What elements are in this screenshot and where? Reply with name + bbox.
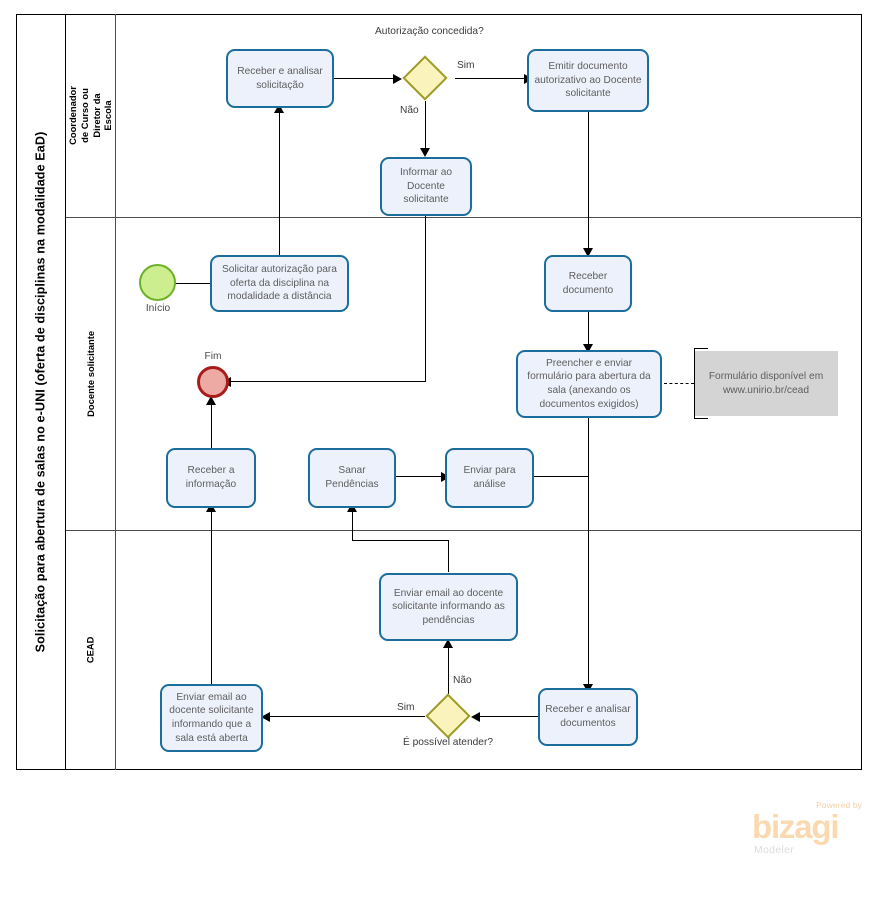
flow-gateway-atender-sim-arrow [261,711,270,722]
task-enviar-para-analise[interactable]: Enviar para análise [445,448,534,508]
lane-label-coordenador-text: Coordenador de Curso ou Diretor da Escol… [67,86,114,145]
flow-gateway-sim [455,78,527,80]
start-event-label: Início [145,303,171,314]
flow-receberdocs-to-gateway-arrow [471,711,480,722]
flow-gateway-atender-sim [265,716,425,718]
bizagi-product-text: Modeler [754,844,795,856]
task-informar-docente[interactable]: Informar ao Docente solicitante [380,157,472,216]
lane-label-cead-text: CEAD [84,636,96,664]
start-event[interactable] [139,264,176,301]
flow-receberdocs-to-gateway [475,716,538,718]
flow-receberdoc-to-preencher-arrow [583,344,593,353]
flow-receber-to-gateway-arrow [393,73,402,84]
flow-receberinfo-to-fim-arrow [206,396,216,405]
flow-email-pend-up1 [448,540,450,572]
flow-label-sim-atender: Sim [396,702,416,713]
gateway-atender-label: É possível atender? [402,737,494,748]
flow-start-to-solicitar [172,283,218,285]
task-sanar-pendencias[interactable]: Sanar Pendências [308,448,396,508]
annotation-bracket [694,348,708,419]
flow-solicitar-to-receber [279,108,281,255]
flow-label-sim-autorizacao: Sim [456,60,476,71]
task-emitir-documento[interactable]: Emitir documento autorizativo ao Docente… [527,49,649,112]
flow-informar-to-fim-h [226,381,426,383]
task-receber-analisar-documentos[interactable]: Receber e analisar documentos [538,688,638,746]
flow-enviaranalise-to-trunk [534,476,589,478]
flow-label-nao-atender: Não [452,675,473,686]
flow-receberinfo-to-fim [211,400,213,448]
flow-salaaberta-to-receberinfo [211,508,213,688]
flow-informar-to-fim-v [425,216,427,382]
task-enviar-email-pendencias[interactable]: Enviar email ao docente solicitante info… [379,573,518,641]
flow-gateway-nao [425,101,427,151]
annotation-formulario: Formulário disponível em www.unirio.br/c… [694,351,838,416]
flow-preencher-to-receberdocs [588,418,590,690]
task-solicitar-autorizacao[interactable]: Solicitar autorização para oferta da dis… [210,255,349,312]
task-receber-documento[interactable]: Receber documento [544,255,632,312]
pool-header: Solicitação para abertura de salas no e-… [16,14,66,770]
task-receber-informacao[interactable]: Receber a informação [166,448,256,508]
bizagi-brand-text: bizagi [752,808,840,845]
flow-sanar-to-enviaranalise [396,476,444,478]
pool-title: Solicitação para abertura de salas no e-… [33,131,48,653]
lane-label-docente: Docente solicitante [66,217,116,530]
end-event[interactable] [197,366,229,398]
task-enviar-email-sala-aberta[interactable]: Enviar email ao docente solicitante info… [160,684,263,752]
flow-receber-to-gateway [334,78,396,80]
flow-email-pend-left [352,540,449,542]
task-receber-analisar-solicitacao[interactable]: Receber e analisar solicitação [226,49,334,108]
bizagi-logo: Powered by bizagi Modeler [752,800,862,862]
lane-label-cead: CEAD [66,530,116,770]
association-formulario [664,383,694,384]
lane-label-coordenador: Coordenador de Curso ou Diretor da Escol… [66,14,116,217]
gateway-autorizacao-label: Autorização concedida? [375,26,484,37]
flow-solicitar-to-receber-arrow [274,104,284,113]
lane-divider-1 [66,217,862,218]
flow-gateway-nao-arrow [420,148,430,157]
end-event-label: Fim [204,351,222,362]
bizagi-powered-by-text: Powered by [816,800,862,810]
flow-emitir-to-receberdoc [588,112,590,252]
flow-emitir-to-receberdoc-arrow [583,248,593,257]
flow-gateway-atender-nao-arrow [443,639,453,648]
flow-email-pend-up2 [352,508,354,541]
flow-gateway-atender-nao [448,644,450,694]
lane-divider-2 [66,530,862,531]
lane-label-docente-text: Docente solicitante [84,330,96,417]
flow-label-nao-autorizacao: Não [399,105,420,116]
task-preencher-enviar-formulario[interactable]: Preencher e enviar formulário para abert… [516,350,662,418]
flow-receberdoc-to-preencher [588,312,590,347]
